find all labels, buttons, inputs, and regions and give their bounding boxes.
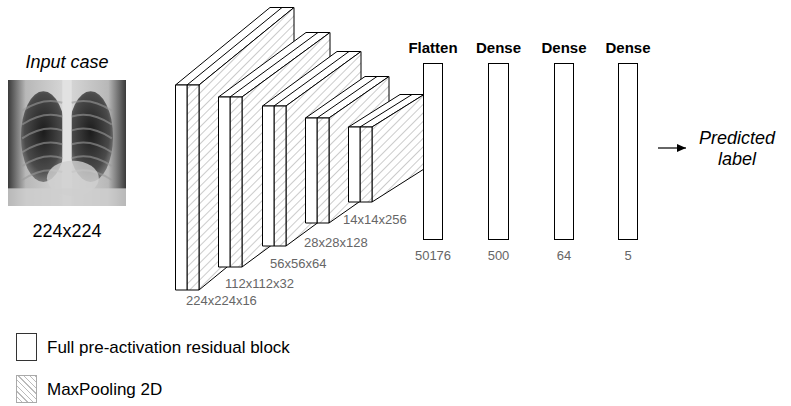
layer-size: 64 xyxy=(557,249,571,262)
shape-label: 56x56x64 xyxy=(270,257,326,270)
legend-swatch xyxy=(16,375,37,403)
layer-size: 500 xyxy=(488,249,510,262)
output-arrow xyxy=(658,147,686,148)
layer-size: 50176 xyxy=(415,249,451,262)
block-3d xyxy=(348,94,425,203)
output-label: Predicted label xyxy=(690,128,784,170)
input-title: Input case xyxy=(25,53,108,71)
shape-label: 224x224x16 xyxy=(186,294,257,307)
shape-label: 14x14x256 xyxy=(343,213,407,226)
residual-pool-block: 14x14x256 xyxy=(348,94,424,202)
input-image: Input case224x224 xyxy=(8,80,126,206)
xray-image xyxy=(8,80,126,206)
layer-name: Dense xyxy=(605,40,650,55)
legend-swatch xyxy=(16,333,37,361)
legend-text: MaxPooling 2D xyxy=(47,381,162,398)
layer-name: Dense xyxy=(476,40,521,55)
layer-name: Dense xyxy=(541,40,586,55)
layer-bar: Dense5 xyxy=(618,63,638,240)
input-size: 224x224 xyxy=(32,222,101,240)
shape-label: 28x28x128 xyxy=(304,236,368,249)
layer-bar: Dense64 xyxy=(554,63,574,240)
layer-size: 5 xyxy=(624,249,631,262)
layer-bar: Flatten50176 xyxy=(423,63,443,240)
layer-name: Flatten xyxy=(408,40,457,55)
shape-label: 112x112x32 xyxy=(225,277,294,290)
legend-text: Full pre-activation residual block xyxy=(47,339,290,356)
layer-bar: Dense500 xyxy=(488,63,509,240)
